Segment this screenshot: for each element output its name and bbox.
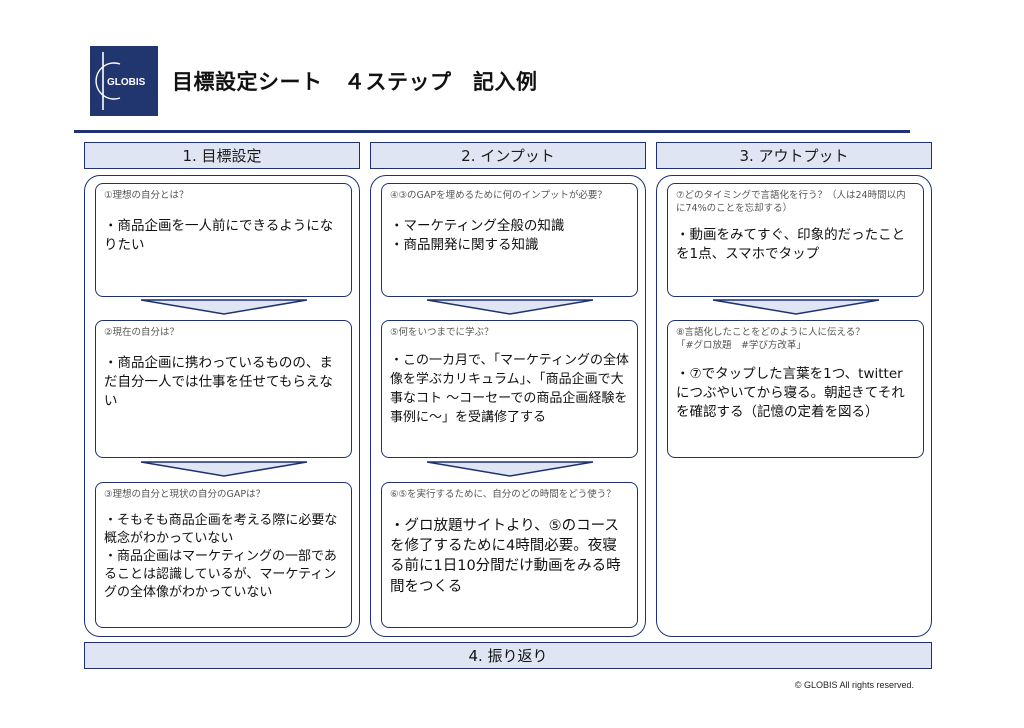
box-gap: ③理想の自分と現状の自分のGAPは？ ・そもそも商品企画を考える際に必要な概念が…	[95, 482, 352, 628]
column-header-input: 2. インプット	[370, 142, 646, 169]
page-title: 目標設定シート ４ステップ 記入例	[172, 70, 538, 94]
box-current-self: ②現在の自分は？ ・商品企画に携わっているものの、まだ自分一人では仕事を任せても…	[95, 320, 352, 458]
box-answer: ・動画をみてすぐ、印象的だったことを1点、スマホでタップ	[676, 226, 906, 262]
box-time-usage: ⑥⑤を実行するために、自分のどの時間をどう使う？ ・グロ放題サイトより、⑤のコー…	[381, 482, 638, 628]
title-divider	[74, 130, 910, 133]
logo-text: GLOBIS	[107, 77, 146, 88]
box-what-to-learn: ⑤何をいつまでに学ぶ？ ・この一カ月で、「マーケティングの全体像を学ぶカリキュラ…	[381, 320, 638, 458]
column-header-output: 3. アウトプット	[656, 142, 932, 169]
box-verbalize-timing: ⑦どのタイミングで言語化を行う？（人は24時間以内に74%のことを忘却する） ・…	[667, 183, 924, 297]
copyright: © GLOBIS All rights reserved.	[794, 680, 914, 690]
box-answer: ・⑦でタップした言葉を1つ、twitterにつぶやいてから寝る。朝起きてそれを確…	[676, 365, 905, 420]
box-answer: ・そもそも商品企画を考える際に必要な概念がわかっていない ・商品企画はマーケティ…	[104, 512, 338, 600]
box-question: ⑦どのタイミングで言語化を行う？（人は24時間以内に74%のことを忘却する）	[676, 190, 906, 214]
down-arrow	[140, 461, 308, 477]
box-question: ④③のGAPを埋めるために何のインプットが必要？	[390, 190, 607, 201]
box-share-with-others: ⑧言語化したことをどのように人に伝える？ 「#グロ放題 #学び方改革」 ・⑦でタ…	[667, 320, 924, 458]
down-arrow	[712, 299, 880, 315]
reflection-bar: 4. 振り返り	[84, 642, 932, 669]
down-arrow	[426, 461, 594, 477]
box-ideal-self: ①理想の自分とは？ ・商品企画を一人前にできるようになりたい	[95, 183, 352, 297]
box-answer: ・商品企画を一人前にできるようになりたい	[104, 217, 334, 253]
box-question: ⑤何をいつまでに学ぶ？	[390, 327, 494, 338]
column-header-goal-setting: 1. 目標設定	[84, 142, 360, 169]
box-question: ②現在の自分は？	[104, 327, 180, 338]
box-answer: ・この一カ月で、「マーケティングの全体像を学ぶカリキュラム」、「商品企画で大事な…	[390, 352, 629, 425]
down-arrow	[140, 299, 308, 315]
globis-logo: GLOBIS	[90, 46, 158, 116]
box-question: ①理想の自分とは？	[104, 190, 189, 201]
globis-logo-mark: GLOBIS	[90, 46, 158, 116]
box-question: ⑥⑤を実行するために、自分のどの時間をどう使う？	[390, 489, 616, 500]
box-answer: ・商品企画に携わっているものの、まだ自分一人では仕事を任せてもらえない	[104, 354, 333, 410]
box-answer: ・マーケティング全般の知識 ・商品開発に関する知識	[390, 217, 565, 253]
box-question: ⑧言語化したことをどのように人に伝える？ 「#グロ放題 #学び方改革」	[676, 327, 865, 351]
box-needed-input: ④③のGAPを埋めるために何のインプットが必要？ ・マーケティング全般の知識 ・…	[381, 183, 638, 297]
box-answer: ・グロ放題サイトより、⑤のコースを修了するために4時間必要。夜寝る前に1日10分…	[390, 517, 621, 595]
down-arrow	[426, 299, 594, 315]
box-question: ③理想の自分と現状の自分のGAPは？	[104, 489, 266, 500]
